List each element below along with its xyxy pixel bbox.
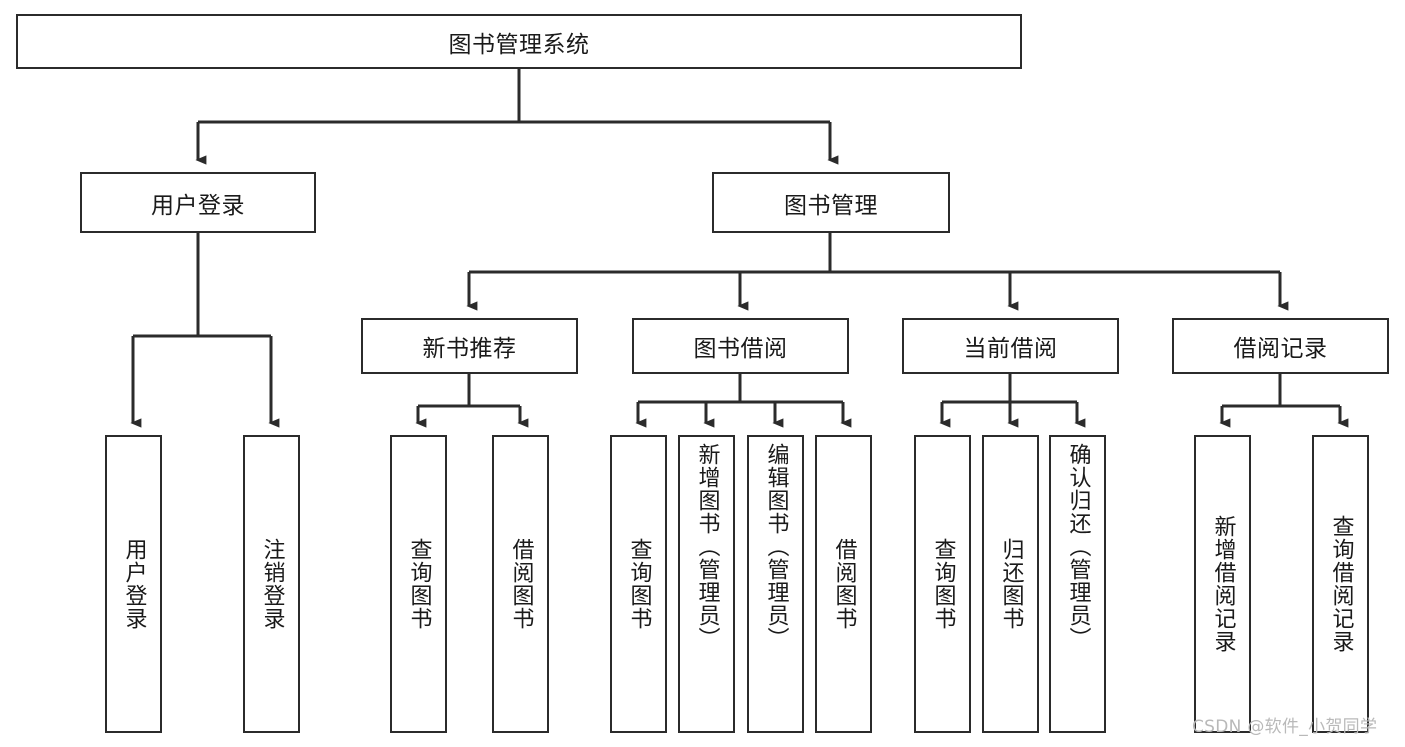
node-label: 新书推荐 [422,336,517,362]
leaf-book-borrow-edit-book-admin[interactable]: 编辑图书（管理员） [747,435,804,733]
leaf-borrow-record-add-record[interactable]: 新增借阅记录 [1194,435,1251,733]
node-label: 用户登录 [121,538,147,630]
node-label: 归还图书 [998,538,1024,630]
leaf-book-borrow-add-book-admin[interactable]: 新增图书（管理员） [678,435,735,733]
node-label: 图书借阅 [693,336,788,362]
leaf-borrow-record-query-record[interactable]: 查询借阅记录 [1312,435,1369,733]
csdn-watermark: CSDN @软件_小贺同学 [1192,717,1378,737]
leaf-current-borrow-query-book[interactable]: 查询图书 [914,435,971,733]
node-label: 图书管理 [784,192,878,219]
node-book-borrow[interactable]: 图书借阅 [632,318,849,374]
node-label: 图书管理系统 [448,31,590,58]
leaf-book-borrow-borrow-book[interactable]: 借阅图书 [815,435,872,733]
node-label: 当前借阅 [963,336,1058,362]
node-label: 编辑图书（管理员） [763,443,789,650]
leaf-new-book-query-book[interactable]: 查询图书 [390,435,447,733]
node-label: 注销登录 [259,538,285,630]
node-label: 查询图书 [930,538,956,630]
node-label: 借阅图书 [508,538,534,630]
leaf-current-borrow-confirm-return-admin[interactable]: 确认归还（管理员） [1049,435,1106,733]
node-label: 查询借阅记录 [1328,515,1354,653]
node-borrow-record[interactable]: 借阅记录 [1172,318,1389,374]
leaf-new-book-borrow-book[interactable]: 借阅图书 [492,435,549,733]
leaf-user-login-logout[interactable]: 注销登录 [243,435,300,733]
node-label: 用户登录 [151,192,245,219]
node-label: 查询图书 [406,538,432,630]
node-label: 查询图书 [626,538,652,630]
node-book-management[interactable]: 图书管理 [712,172,950,233]
leaf-book-borrow-query-book[interactable]: 查询图书 [610,435,667,733]
node-label: 借阅记录 [1233,336,1328,362]
node-label: 新增借阅记录 [1210,515,1236,653]
node-label: 确认归还（管理员） [1065,443,1091,650]
node-root-book-management-system[interactable]: 图书管理系统 [16,14,1022,69]
node-current-borrow[interactable]: 当前借阅 [902,318,1119,374]
node-user-login[interactable]: 用户登录 [80,172,316,233]
leaf-user-login-login[interactable]: 用户登录 [105,435,162,733]
node-label: 借阅图书 [831,538,857,630]
node-label: 新增图书（管理员） [694,443,720,650]
node-new-book-recommend[interactable]: 新书推荐 [361,318,578,374]
leaf-current-borrow-return-book[interactable]: 归还图书 [982,435,1039,733]
